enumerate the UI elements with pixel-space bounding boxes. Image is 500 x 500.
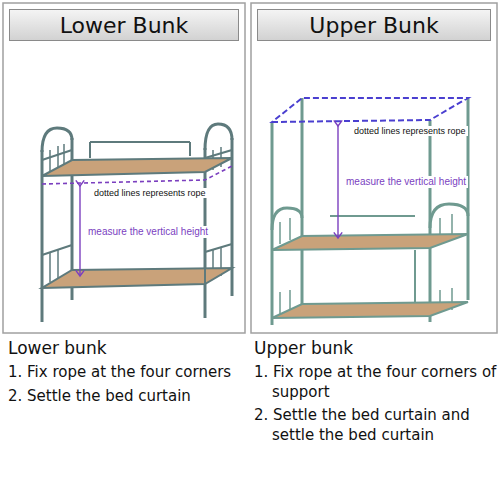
instruction-step: 1. Fix rope at the four corners [8,363,244,383]
header-box: Upper Bunk [257,9,491,41]
panel-frame [251,3,497,333]
header-box: Lower Bunk [9,9,239,41]
header-text: Lower Bunk [60,13,189,38]
annotation-label: dotted lines represents rope [92,188,208,198]
bunk-bed [272,98,468,325]
instruction-column: Upper bunk 1. Fix rope at the four corner… [254,338,498,449]
instruction-step: 1. Fix rope at the four corners of suppo… [254,363,498,402]
instruction-column: Lower bunk 1. Fix rope at the four corner… [8,338,244,410]
instruction-step: 2. Settle the bed curtain [8,387,244,407]
instruction-step: 2. Settle the bed curtain and settle the… [254,406,498,445]
instruction-heading: Upper bunk [254,338,498,358]
panel-frame [3,3,245,333]
instruction-heading: Lower bunk [8,338,244,358]
annotation-label: measure the vertical height [344,176,468,188]
bunk-bed [42,124,232,322]
annotation-label: measure the vertical height [86,226,210,238]
annotation-label: dotted lines represents rope [352,126,468,136]
header-text: Upper Bunk [309,13,438,38]
